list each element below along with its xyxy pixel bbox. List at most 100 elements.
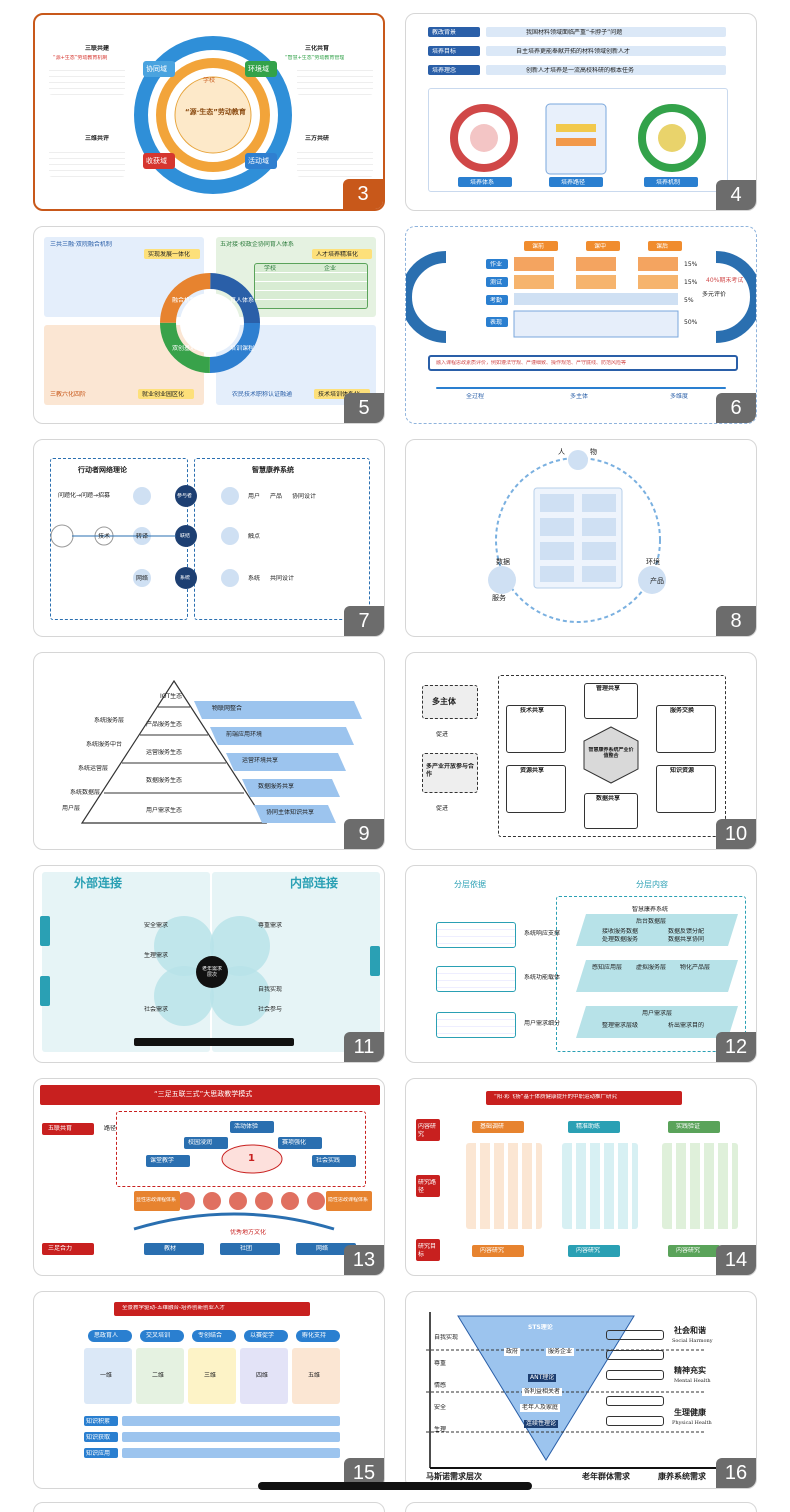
path-box: 社会实践 (316, 1157, 341, 1164)
label-shouhuo: 收获域 (146, 157, 167, 165)
text-block (49, 147, 125, 177)
label-sanhua: 三化共育 (305, 45, 330, 52)
center-hex: 智慧康养系统产业价值整合 (588, 747, 634, 760)
footer-item: 多主体 (570, 393, 589, 400)
left-box: 多产业开放参与合作 (426, 763, 475, 778)
phase: 课后 (656, 243, 669, 250)
left-label: 研究路径 (418, 1179, 437, 1194)
layer: 后台数据层 (636, 918, 667, 925)
layer: 数据反馈分配 (668, 928, 705, 935)
pyramid-diagram (80, 679, 362, 824)
slide-thumb-17-partial[interactable] (33, 1502, 385, 1512)
slide-thumb-3[interactable]: 协同域 环境域 收获域 活动域 学校 “源·生态”劳动教育 三联共建 三化共育 … (33, 13, 385, 211)
title: “阳·彩飞扬”基于体质健康提升的中职运动推广研究 (494, 1094, 617, 1100)
label-huanjing: 环境域 (248, 65, 269, 73)
slide-number: 4 (716, 180, 756, 210)
text-block (49, 65, 125, 95)
slide-thumb-11[interactable]: 外部连接 内部连接 老年需求层次 安全需求 生理需求 社会需求 尊重需求 自我实… (33, 865, 385, 1063)
row-label: 教改背景 (432, 29, 457, 36)
carrier-box: 网络 (316, 1245, 329, 1252)
row-text: 自主培养更能奉献开拓的材料领域创新人才 (516, 48, 631, 55)
right-label: 协同主体知识共享 (266, 809, 315, 816)
slide-thumb-7[interactable]: 行动者网络理论 智慧康养系统 参与者 联结 系统 问题化→问题→招募 技术 转译… (33, 439, 385, 637)
home-indicator[interactable] (258, 1482, 532, 1490)
cycle-diagram (488, 450, 666, 623)
theory-part: 老年人及家庭 (520, 1404, 561, 1412)
dimension: 三维 (204, 1372, 217, 1379)
need-level: 尊重 (434, 1360, 447, 1367)
text-block (297, 65, 373, 95)
slide-thumb-4[interactable]: 教改背景 我国材料领域面临严重“卡脖子”问题 培养目标 自主培养更能奉献开拓的材… (405, 13, 757, 211)
slide-number: 16 (716, 1458, 756, 1488)
need-level: 情感 (434, 1382, 447, 1389)
slide-thumb-13[interactable]: “三足五联三式”大思政教学模式 五联共育 路径 三足合力 课堂教学 校园浸润 活… (33, 1078, 385, 1276)
node: 人 (558, 448, 565, 456)
left-box: 多主体 (432, 697, 456, 706)
text-management: “智慧+生态”劳动教育管理 (285, 55, 345, 61)
slide-thumb-9[interactable]: IOT生态 产品服务生态 运营服务生态 数据服务生态 用户需求生态 物联网整合 … (33, 652, 385, 850)
label: 网络 (136, 575, 149, 582)
need: 生理需求 (144, 952, 169, 959)
slide-thumb-12[interactable]: 分层依据 分层内容 系统响应支撑 系统功能载体 用户需求细分 智慧康养系统 后台… (405, 865, 757, 1063)
row-label: 测试 (490, 279, 503, 286)
culture-label: 优秀地方文化 (230, 1229, 267, 1236)
left-label: 系统服务层 (94, 717, 125, 724)
theory: 连续性理论 (524, 1420, 559, 1428)
center-label: 老年需求层次 (201, 966, 222, 979)
node: 数据 (496, 558, 510, 566)
tag: 实现发展一体化 (148, 251, 191, 258)
phase-head: 实践验证 (676, 1123, 701, 1130)
level: 产品服务生态 (146, 721, 183, 728)
slide-thumb-16[interactable]: 自我实现 尊重 情感 安全 生理 STS理论 政府 服务企业 ANT理论 各利益… (405, 1291, 757, 1489)
slide-number: 8 (716, 606, 756, 636)
theory-part: 各利益相关者 (522, 1388, 563, 1396)
node: 产品 (650, 577, 664, 585)
multi-eval: 多元评价 (702, 291, 727, 298)
three-circle-diagrams (450, 103, 706, 175)
title: “三足五联三式”大思政教学模式 (154, 1090, 253, 1098)
tag: 人才培养精准化 (316, 251, 359, 258)
percent: 15% (684, 261, 698, 268)
slide-thumb-18-partial[interactable] (405, 1502, 757, 1512)
theory: ANT理论 (528, 1374, 557, 1382)
slide-number: 10 (716, 819, 756, 849)
slide-number: 3 (343, 179, 383, 209)
mid-label: 系统功能载体 (524, 974, 561, 981)
level: 运营服务生态 (146, 749, 183, 756)
left-arrow-label: 促进 (436, 731, 449, 738)
need-level: 安全 (434, 1404, 447, 1411)
label: 系统 (248, 575, 261, 582)
need: 尊重需求 (258, 922, 283, 929)
theory: STS理论 (528, 1324, 553, 1331)
axis-label: 马斯诺需求层次 (426, 1472, 482, 1481)
slide-thumb-10[interactable]: 多主体 促进 多产业开放参与合作 促进 智慧康养系统产业价值整合 管理共享 技术… (405, 652, 757, 850)
label: 转译 (136, 533, 149, 540)
slide-thumb-6[interactable]: 课前 课中 课后 作业 测试 考勤 表现 15% 15% 5% 50% 40%期… (405, 226, 757, 424)
label-sanfang: 三方共研 (305, 135, 330, 142)
slide-thumb-15[interactable]: 全景教学驱动-五维融合-培养创新创业人才 思政育人 交叉培训 专创结合 以赛促学… (33, 1291, 385, 1489)
assessment-diagram (406, 251, 756, 343)
label: 共同设计 (270, 575, 295, 582)
label-huodong: 活动域 (248, 157, 269, 165)
col-head: 以赛促学 (250, 1332, 275, 1339)
phase-head: 精准助练 (576, 1123, 601, 1130)
right-label: 运营环境共享 (242, 757, 279, 764)
dimension: 五维 (308, 1372, 321, 1379)
slide-thumb-5[interactable]: 三共三融·双院融合机制 五对接·校政企协同育人体系 实现发展一体化 人才培养精准… (33, 226, 385, 424)
slide-thumb-8[interactable]: 人 物 环境 数据 产品 服务 8 (405, 439, 757, 637)
layer: 感知应用层 (592, 964, 623, 971)
need-level: 自我实现 (434, 1334, 459, 1341)
row-label: 表现 (490, 319, 503, 326)
phase: 课中 (594, 243, 607, 250)
slide-thumb-14[interactable]: “阳·彩飞扬”基于体质健康提升的中职运动推广研究 内容研究 研究路径 研究目标 … (405, 1078, 757, 1276)
phase: 课前 (532, 243, 545, 250)
bottom-label: 三教六化四阶 (50, 391, 87, 398)
percent: 5% (684, 297, 694, 304)
goal-en: Social Harmony (672, 1338, 713, 1344)
right-label: 数据服务共享 (258, 783, 295, 790)
col-head: 孵化支持 (302, 1332, 327, 1339)
left-label: 研究目标 (418, 1243, 437, 1258)
label: 用户 (248, 493, 261, 500)
layer: 物化产品层 (680, 964, 711, 971)
